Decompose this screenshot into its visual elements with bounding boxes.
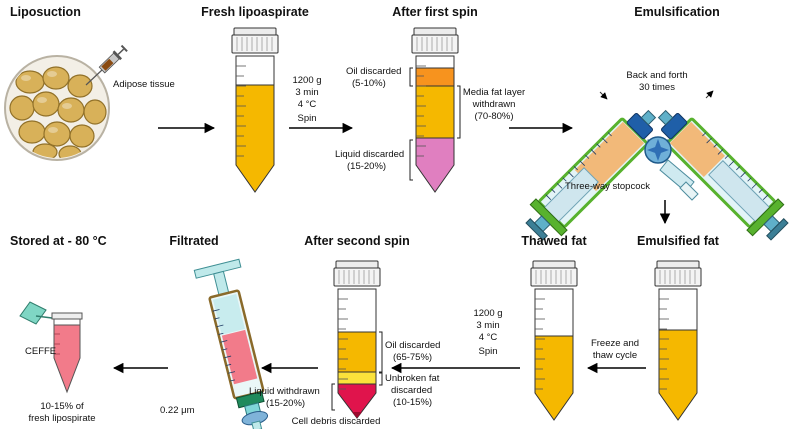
back-forth-count: 30 times bbox=[639, 82, 675, 93]
right-syringe-icon bbox=[657, 109, 789, 241]
emulsified-fat-title: Emulsified fat bbox=[637, 234, 719, 248]
liquid-discarded-1-pct: (15-20%) bbox=[347, 161, 387, 172]
filter-size-label: 0.22 μm bbox=[160, 405, 195, 416]
spin2-time-label: 3 min bbox=[476, 320, 500, 331]
adipose-tissue-label: Adipose tissue bbox=[113, 79, 175, 90]
spin1-g-label: 1200 g bbox=[292, 75, 322, 86]
spin1-action-label: Spin bbox=[297, 113, 317, 124]
filtration-syringe-icon bbox=[193, 258, 269, 429]
back-forth-label: Back and forth bbox=[626, 70, 688, 81]
yield-label: 10-15% of bbox=[40, 401, 84, 412]
oil-discarded-2-label: Oil discarded bbox=[385, 340, 441, 351]
left-syringe-icon bbox=[525, 109, 657, 241]
media-fat-label: Media fat layer bbox=[462, 87, 526, 98]
thawed-fat-title: Thawed fat bbox=[521, 234, 587, 248]
ceffe-eppendorf-tube-icon bbox=[19, 301, 83, 394]
thawed-fat-tube-icon bbox=[530, 260, 578, 421]
stored-title: Stored at - 80 °C bbox=[10, 234, 107, 248]
liposuction-needle-icon bbox=[85, 44, 128, 86]
media-fat-pct: (70-80%) bbox=[474, 111, 514, 122]
yield-label-2: fresh lipospirate bbox=[28, 413, 96, 424]
filtrated-title: Filtrated bbox=[169, 234, 219, 248]
spin1-time-label: 3 min bbox=[295, 87, 319, 98]
spin2-temp-label: 4 °C bbox=[478, 332, 498, 343]
first-spin-tube-icon bbox=[409, 27, 461, 193]
second-spin-tube-icon bbox=[331, 260, 383, 419]
first-spin-title: After first spin bbox=[392, 5, 478, 19]
media-fat-label-2: withdrawn bbox=[472, 99, 516, 110]
spin2-g-label: 1200 g bbox=[473, 308, 503, 319]
spin1-temp-label: 4 °C bbox=[297, 99, 317, 110]
liquid-discarded-1-label: Liquid discarded bbox=[335, 149, 405, 160]
freeze-label-2: thaw cycle bbox=[592, 350, 638, 361]
oil-discarded-2-pct: (65-75%) bbox=[393, 352, 433, 363]
spin2-action-label: Spin bbox=[478, 346, 498, 357]
second-spin-title: After second spin bbox=[304, 234, 410, 248]
three-way-stopcock-icon bbox=[644, 136, 699, 201]
fresh-lipoaspirate-tube-icon bbox=[231, 27, 279, 193]
unbroken-fat-pct: (10-15%) bbox=[393, 397, 433, 408]
stopcock-label: Three-way stopcock bbox=[565, 181, 651, 192]
freeze-label: Freeze and bbox=[590, 338, 640, 349]
fresh-lipoaspirate-title: Fresh lipoaspirate bbox=[201, 5, 309, 19]
ceffe-label: CEFFE bbox=[25, 346, 57, 357]
oil-discarded-1-pct: (5-10%) bbox=[352, 78, 386, 89]
unbroken-fat-label-2: discarded bbox=[391, 385, 433, 396]
liquid-withdrawn-pct: (15-20%) bbox=[266, 398, 306, 409]
liposuction-title: Liposuction bbox=[10, 5, 81, 19]
unbroken-fat-label: Unbroken fat bbox=[385, 373, 440, 384]
adipose-tissue-dish-icon bbox=[4, 55, 110, 161]
emulsified-fat-tube-icon bbox=[654, 260, 702, 421]
emulsification-title: Emulsification bbox=[634, 5, 720, 19]
liquid-withdrawn-label: Liquid withdrawn bbox=[249, 386, 320, 397]
oil-discarded-1-label: Oil discarded bbox=[346, 66, 402, 77]
cell-debris-label: Cell debris discarded bbox=[291, 416, 381, 427]
